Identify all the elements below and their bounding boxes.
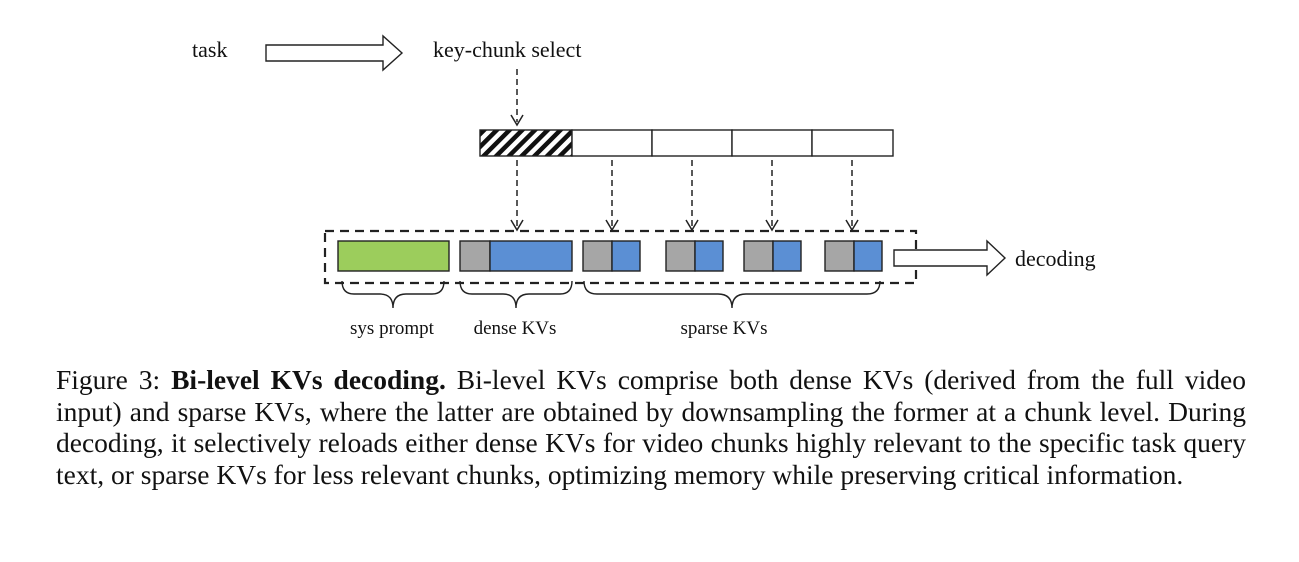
video-chunk	[811, 129, 894, 157]
decoding-label: decoding	[1015, 246, 1096, 271]
decoding-arrow	[893, 239, 1007, 277]
task-label: task	[192, 37, 227, 62]
sparse-kv-block	[743, 240, 802, 272]
sparse-kv-arrow	[685, 160, 699, 232]
sparse-kv-block	[582, 240, 641, 272]
sparse-kv-block	[824, 240, 883, 272]
dense-kv-arrow	[510, 160, 524, 232]
sparse-kv-arrow	[765, 160, 779, 232]
sparse-kv-arrow	[845, 160, 859, 232]
caption-body: Bi-level KVs comprise both dense KVs (de…	[56, 364, 1246, 490]
video-chunk	[731, 129, 813, 157]
key-chunk-select-label: key-chunk select	[433, 37, 581, 62]
caption-title: Bi-level KVs decoding.	[171, 364, 446, 395]
figure-caption: Figure 3: Bi-level KVs decoding. Bi-leve…	[56, 364, 1246, 490]
task-arrow	[265, 34, 404, 72]
sys-prompt-label: sys prompt	[350, 318, 435, 339]
video-chunk	[651, 129, 733, 157]
chunk-to-kv-arrows	[510, 160, 859, 232]
dense-kvs-label: dense KVs	[474, 318, 557, 339]
brace-sparse-kvs	[583, 280, 881, 309]
sys-prompt-block	[337, 240, 450, 272]
bi-level-kv-diagram: task key-chunk select	[192, 34, 1096, 339]
video-chunk-row	[479, 129, 894, 157]
dense-kv-block	[459, 240, 573, 272]
sparse-kv-block	[665, 240, 724, 272]
video-chunk	[571, 129, 653, 157]
key-chunk-hatched	[479, 129, 573, 157]
kv-blocks	[337, 240, 883, 272]
sparse-kvs-label: sparse KVs	[680, 318, 767, 339]
sparse-kv-arrow	[605, 160, 619, 232]
brace-sys-prompt	[341, 280, 445, 309]
select-arrow	[510, 69, 524, 127]
caption-prefix: Figure 3:	[56, 364, 172, 395]
brace-dense-kvs	[459, 280, 573, 309]
